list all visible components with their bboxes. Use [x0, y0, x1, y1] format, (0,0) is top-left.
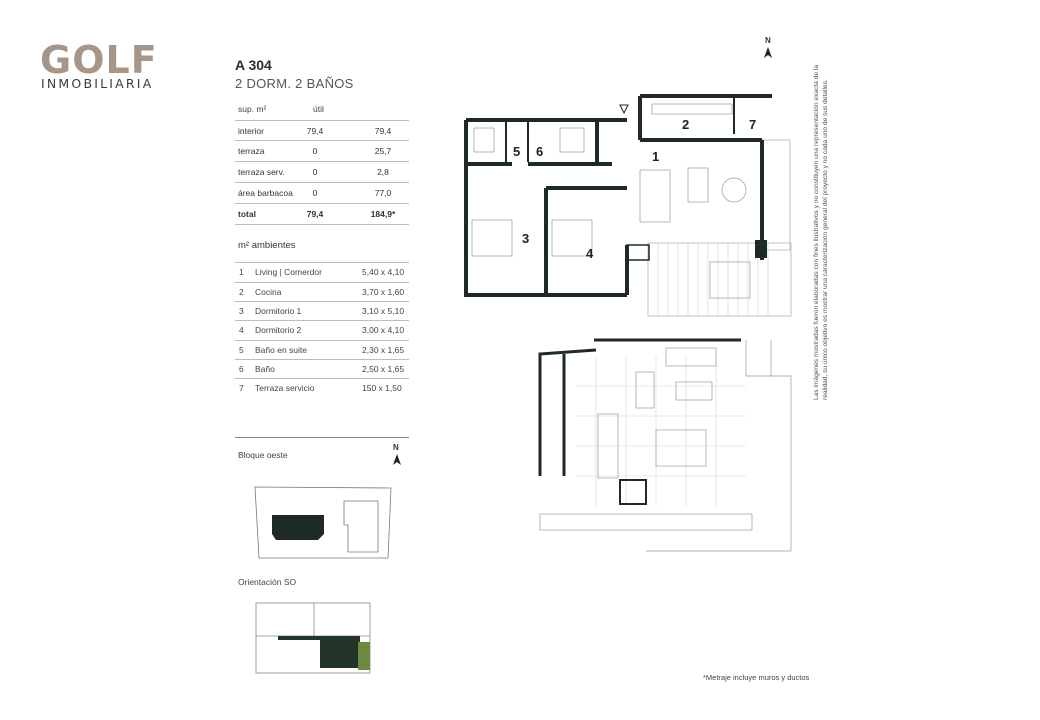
room-dims: 2,30 x 1,65 [362, 345, 405, 355]
plan-label-2: 2 [682, 117, 690, 132]
plan-label-7: 7 [749, 117, 757, 132]
section-divider [235, 437, 409, 438]
unit-code: A 304 [235, 57, 272, 73]
site-block-map [254, 486, 392, 559]
room-row: 7 Terraza servicio 150 x 1,50 [235, 378, 409, 398]
area-label: terraza [238, 146, 265, 156]
area-row: área barbacoa 0 77,0 [235, 182, 409, 203]
plan-north-label: N [765, 36, 771, 45]
plan-label-3: 3 [522, 231, 530, 246]
floor-plan-barbecue [538, 338, 792, 552]
room-name: Dormitorio 1 [255, 306, 302, 316]
plan-label-4: 4 [586, 246, 594, 261]
plan-label-1: 1 [652, 149, 660, 164]
orientation-map [255, 602, 371, 674]
north-arrow-icon [393, 454, 401, 465]
room-name: Dormitorio 2 [255, 325, 302, 335]
room-name: Cocina [255, 287, 282, 297]
plan-label-6: 6 [536, 144, 544, 159]
room-dims: 5,40 x 4,10 [362, 267, 405, 277]
area-label: terraza serv. [238, 167, 285, 177]
room-number: 6 [239, 364, 244, 374]
room-row: 1 Living | Comerdor 5,40 x 4,10 [235, 262, 409, 282]
room-number: 7 [239, 383, 244, 393]
site-north-label: N [393, 443, 399, 452]
area-util: 0 [312, 188, 318, 198]
area-row: terraza 0 25,7 [235, 140, 409, 161]
brand-subtitle: INMOBILIARIA [41, 76, 154, 91]
room-number: 2 [239, 287, 244, 297]
area-header-sup: sup. m² [238, 104, 267, 114]
room-dims: 3,10 x 5,10 [362, 306, 405, 316]
floor-plan-upper [464, 94, 792, 317]
room-name: Terraza servicio [255, 383, 315, 393]
block-label: Bloque oeste [238, 450, 288, 460]
room-number: 1 [239, 267, 244, 277]
area-row: terraza serv. 0 2,8 [235, 161, 409, 182]
room-name: Baño [255, 364, 275, 374]
area-total: 184,9* [370, 209, 396, 219]
brand-logo: GOLF [40, 38, 158, 82]
room-number: 4 [239, 325, 244, 335]
orientation-label: Orientación SO [238, 577, 297, 587]
disclaimer-text: Las imágenes mostradas fueron elaboradas… [813, 64, 829, 400]
room-dims: 150 x 1,50 [362, 383, 402, 393]
room-row: 2 Cocina 3,70 x 1,60 [235, 282, 409, 302]
area-header-util: útil [313, 104, 324, 114]
room-row: 4 Dormitorio 2 3,00 x 4,10 [235, 320, 409, 340]
area-total: 77,0 [374, 188, 392, 198]
area-row-total: total 79,4 184,9* [235, 203, 409, 225]
area-util: 79,4 [306, 126, 324, 136]
area-util: 0 [312, 167, 318, 177]
footnote: *Metraje incluye muros y ductos [703, 673, 810, 682]
room-name: Baño en suite [255, 345, 307, 355]
room-row: 6 Baño 2,50 x 1,65 [235, 359, 409, 379]
rooms-title: m² ambientes [238, 240, 296, 251]
area-util: 79,4 [306, 209, 324, 219]
area-label: interior [238, 126, 264, 136]
room-number: 5 [239, 345, 244, 355]
unit-description: 2 DORM. 2 BAÑOS [235, 76, 354, 91]
area-total: 79,4 [374, 126, 392, 136]
area-total: 2,8 [377, 167, 389, 177]
area-label: total [238, 209, 256, 219]
plan-label-5: 5 [513, 144, 521, 159]
area-total: 25,7 [374, 146, 392, 156]
room-number: 3 [239, 306, 244, 316]
room-dims: 2,50 x 1,65 [362, 364, 405, 374]
plan-north-arrow-icon [764, 47, 772, 58]
room-dims: 3,70 x 1,60 [362, 287, 405, 297]
room-dims: 3,00 x 4,10 [362, 325, 405, 335]
room-name: Living | Comerdor [255, 267, 322, 277]
room-row: 5 Baño en suite 2,30 x 1,65 [235, 340, 409, 360]
area-label: área barbacoa [238, 188, 293, 198]
room-row: 3 Dormitorio 1 3,10 x 5,10 [235, 301, 409, 321]
area-util: 0 [312, 146, 318, 156]
area-row: interior 79,4 79,4 [235, 120, 409, 141]
